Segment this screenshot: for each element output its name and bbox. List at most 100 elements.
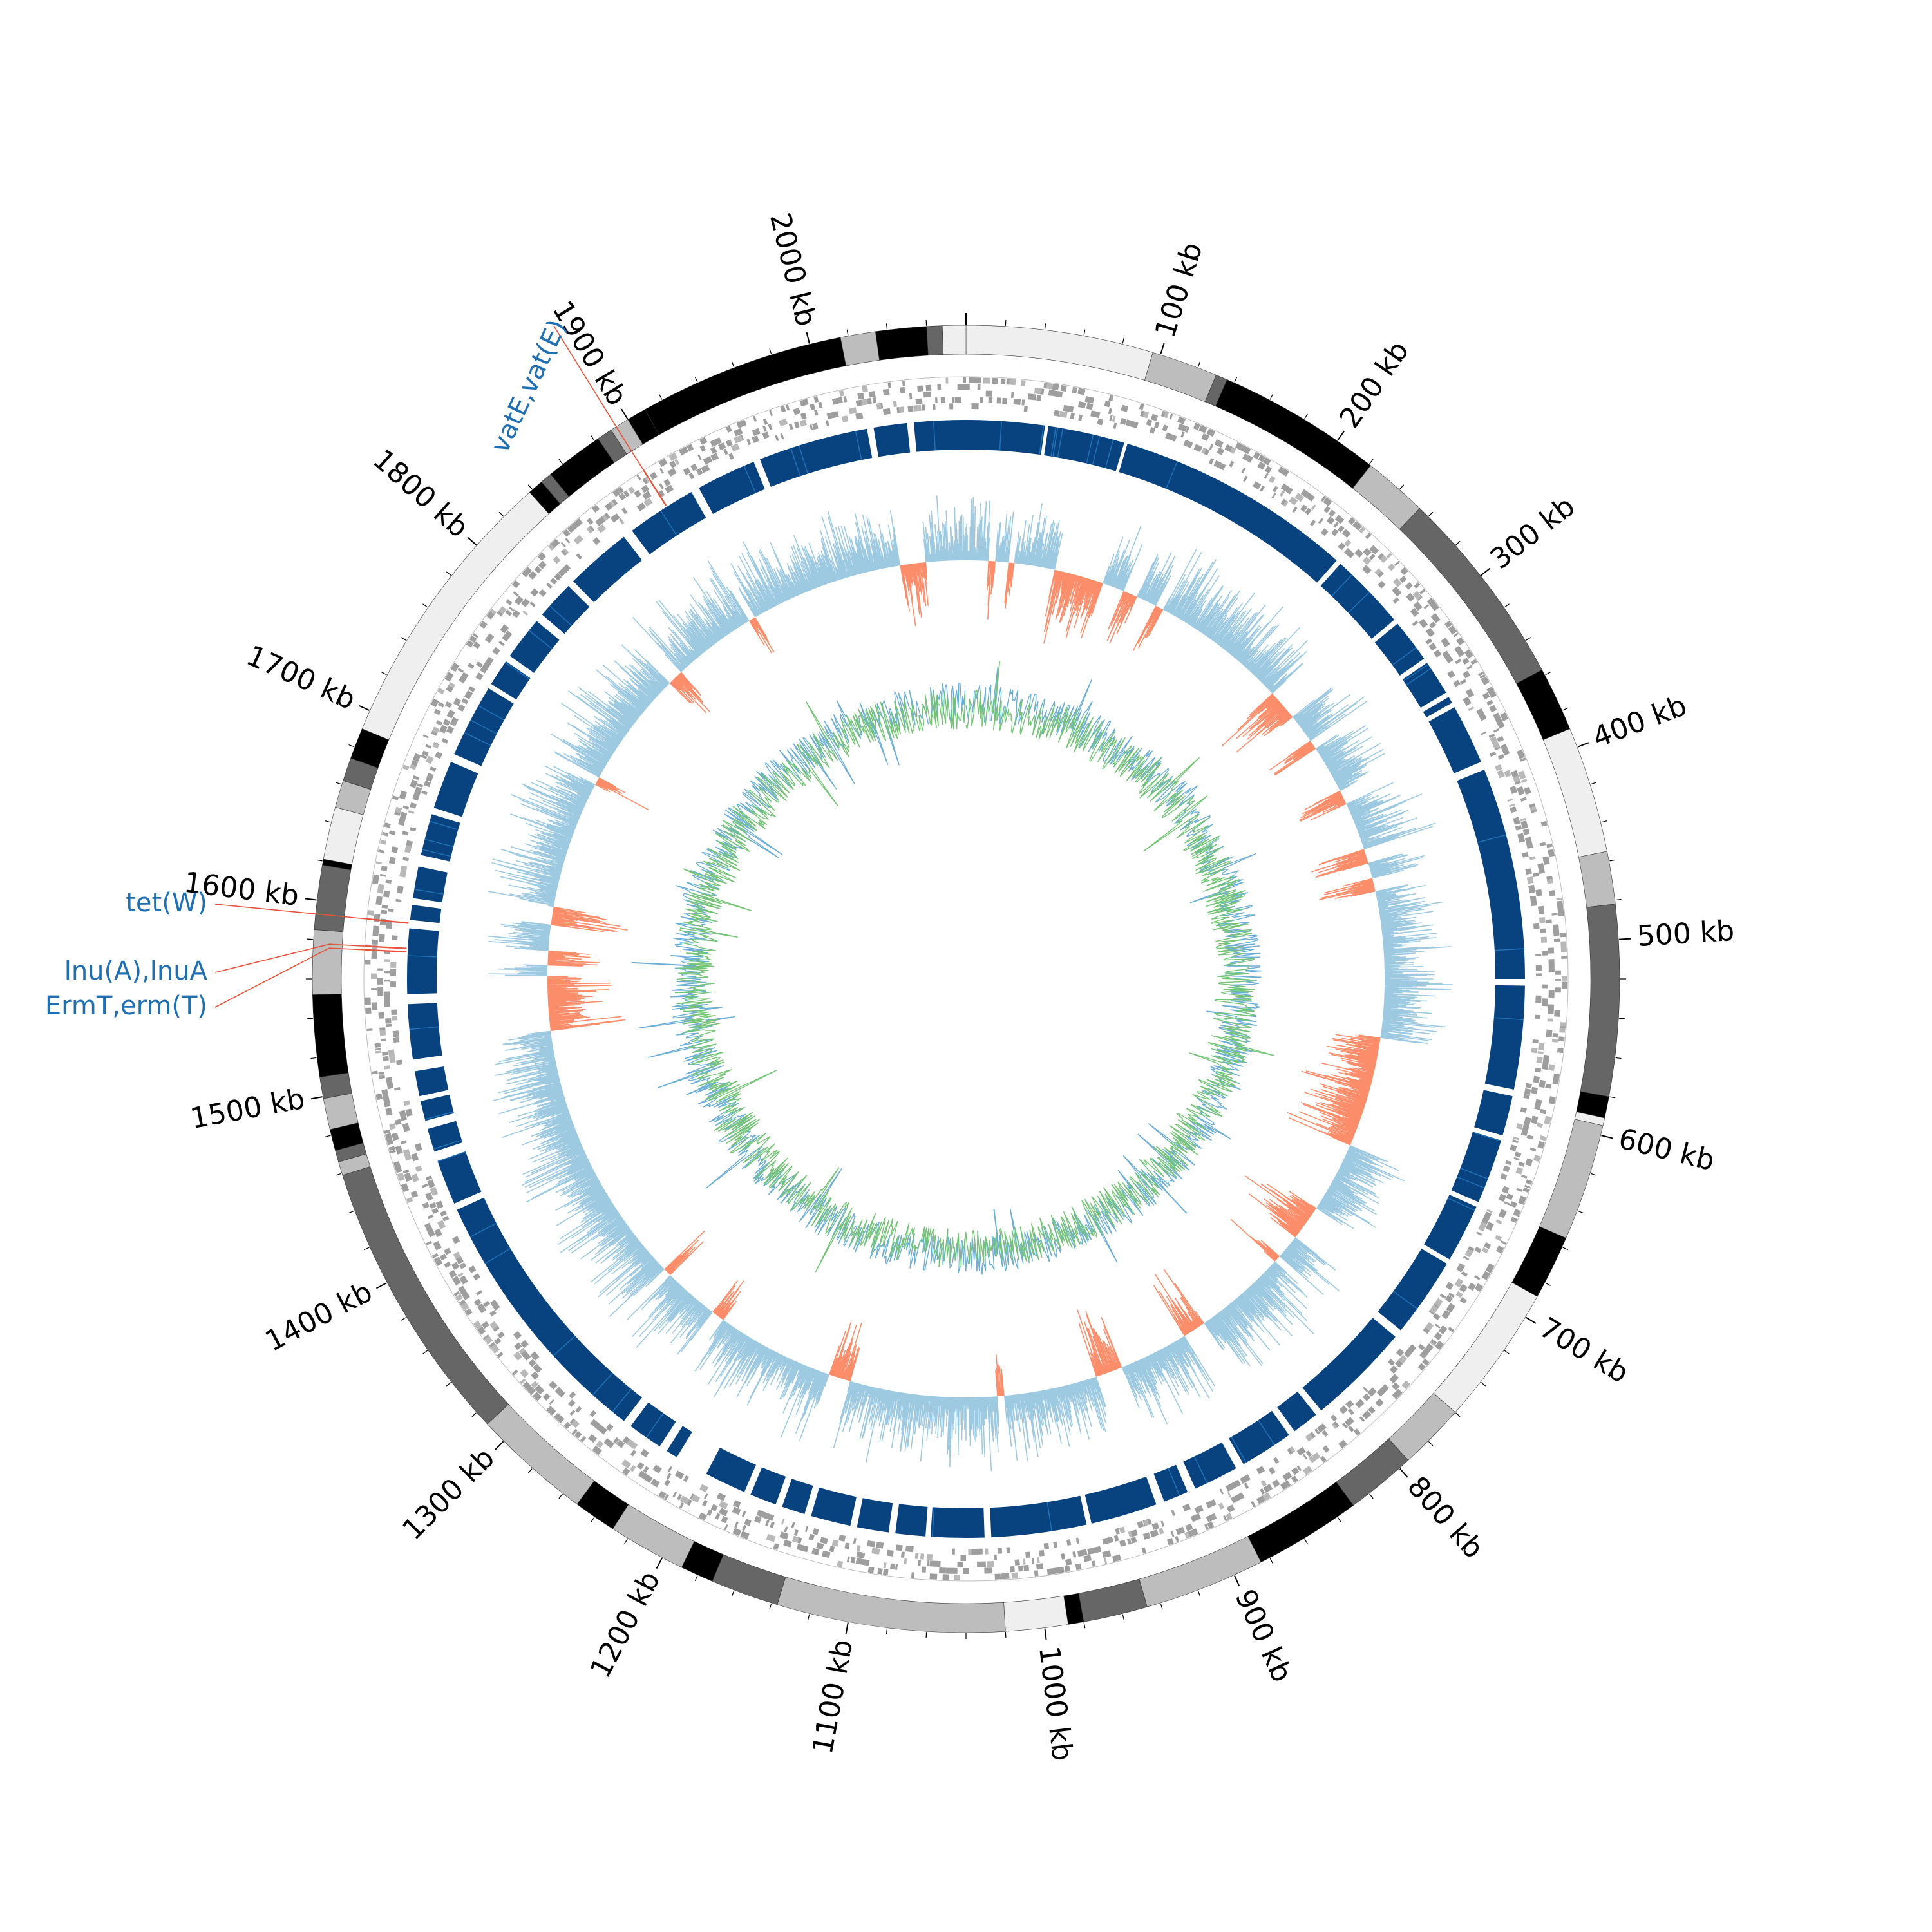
alignment-block	[1084, 1476, 1157, 1524]
contig-block	[840, 331, 880, 366]
alignment-block	[1424, 1195, 1477, 1260]
gene-leader-line	[214, 947, 365, 1008]
alignment-block	[509, 621, 560, 673]
alignment-block	[990, 1495, 1087, 1538]
gc-skew-spike	[993, 1209, 999, 1248]
scale-tick	[1428, 1441, 1434, 1446]
scale-tick	[1481, 1382, 1486, 1387]
scale-label: 100 kb	[1149, 238, 1209, 341]
alignment-ring	[406, 419, 1525, 1538]
alignment-block	[573, 536, 642, 603]
gene-marker	[643, 469, 667, 506]
scale-tick	[1562, 1247, 1568, 1251]
scale-tick	[1005, 319, 1007, 326]
scale-tick	[381, 672, 387, 676]
alignment-block	[491, 661, 531, 700]
scale-label: 1300 kb	[396, 1441, 501, 1546]
scale-label: 1200 kb	[584, 1566, 667, 1683]
gc-skew-blue-trace	[637, 666, 1262, 1275]
contig-block	[314, 864, 352, 933]
scale-tick	[694, 1575, 698, 1581]
scale-tick	[1601, 820, 1607, 823]
contig-block	[1516, 669, 1571, 741]
alignment-block	[913, 420, 966, 452]
scale-tick	[624, 1539, 628, 1544]
contig-block	[487, 1404, 595, 1505]
scale-tick	[336, 782, 342, 785]
alignment-block	[407, 1003, 442, 1060]
scale-tick	[364, 1247, 370, 1251]
alignment-block	[1423, 697, 1452, 718]
gc-content-positive	[488, 495, 1453, 1472]
contig-block	[1003, 1595, 1069, 1632]
scale-tick	[316, 859, 323, 862]
alignment-block	[759, 428, 873, 487]
scale-tick	[498, 511, 504, 517]
gc-content-negative	[547, 560, 1381, 1397]
scale-tick	[1619, 1018, 1625, 1019]
scale-tick	[336, 1173, 342, 1176]
scale-tick	[1160, 1603, 1163, 1609]
alignment-block	[421, 1094, 454, 1121]
scale-tick	[1369, 1493, 1374, 1499]
alignment-block	[895, 1504, 928, 1537]
scale-tick	[1619, 938, 1631, 940]
scale-label: 1700 kb	[242, 639, 361, 716]
alignment-block	[427, 1121, 463, 1152]
scale-tick	[446, 1382, 451, 1387]
scale-tick	[1609, 1096, 1616, 1099]
scale-tick	[591, 435, 595, 441]
scale-tick	[769, 1603, 772, 1609]
scale-tick	[694, 377, 698, 383]
contig-block	[777, 1577, 1006, 1633]
alignment-block	[457, 1197, 642, 1421]
scale-tick	[1197, 1590, 1201, 1596]
contig-block	[312, 994, 349, 1078]
scale-tick	[1615, 1057, 1622, 1059]
scale-label: 700 kb	[1534, 1311, 1634, 1390]
contig-block	[323, 806, 364, 865]
gene-leader-line	[214, 904, 367, 920]
resistance-gene-label: lnu(A),lnuA	[64, 956, 208, 986]
scale-tick	[886, 323, 888, 330]
alignment-block	[1457, 770, 1525, 979]
alignment-block	[966, 419, 1045, 455]
scale-tick	[1005, 1632, 1007, 1638]
alignment-block	[410, 904, 442, 923]
scale-tick	[845, 1622, 849, 1634]
scale-label: 1400 kb	[260, 1275, 378, 1358]
gene-marker	[366, 918, 409, 924]
scale-tick	[422, 603, 428, 608]
alignment-block	[630, 1402, 676, 1447]
contig-block	[1511, 1226, 1567, 1297]
scale-tick	[446, 571, 451, 576]
alignment-block	[1183, 1442, 1236, 1489]
scale-tick	[401, 637, 406, 641]
scale-tick	[1304, 1539, 1308, 1544]
scale-tick	[305, 898, 317, 901]
contig-block	[965, 325, 1153, 381]
scale-label: 500 kb	[1636, 914, 1735, 953]
scale-label: 1100 kb	[806, 1637, 859, 1757]
scale-tick	[1590, 1173, 1596, 1176]
scale-tick	[558, 1493, 563, 1499]
contig-block	[1578, 851, 1616, 908]
scale-tick	[1577, 742, 1589, 748]
alignment-block	[421, 814, 460, 862]
scale-tick	[731, 361, 735, 368]
scale-label: 200 kb	[1333, 335, 1416, 434]
contig-block	[875, 326, 929, 361]
scale-tick	[1545, 1282, 1551, 1286]
scale-tick	[1197, 361, 1201, 368]
scale-tick	[591, 1517, 595, 1522]
alignment-block	[542, 585, 590, 634]
alignment-block	[930, 1507, 985, 1538]
scale-tick	[1083, 329, 1086, 336]
scale-tick	[467, 536, 477, 546]
alignment-block	[414, 1066, 449, 1097]
scale-tick	[558, 459, 563, 464]
scale-tick	[1122, 1614, 1124, 1620]
gene-leader-line	[214, 943, 365, 973]
scale-tick	[1083, 1622, 1086, 1629]
contig-block	[1078, 1578, 1148, 1622]
